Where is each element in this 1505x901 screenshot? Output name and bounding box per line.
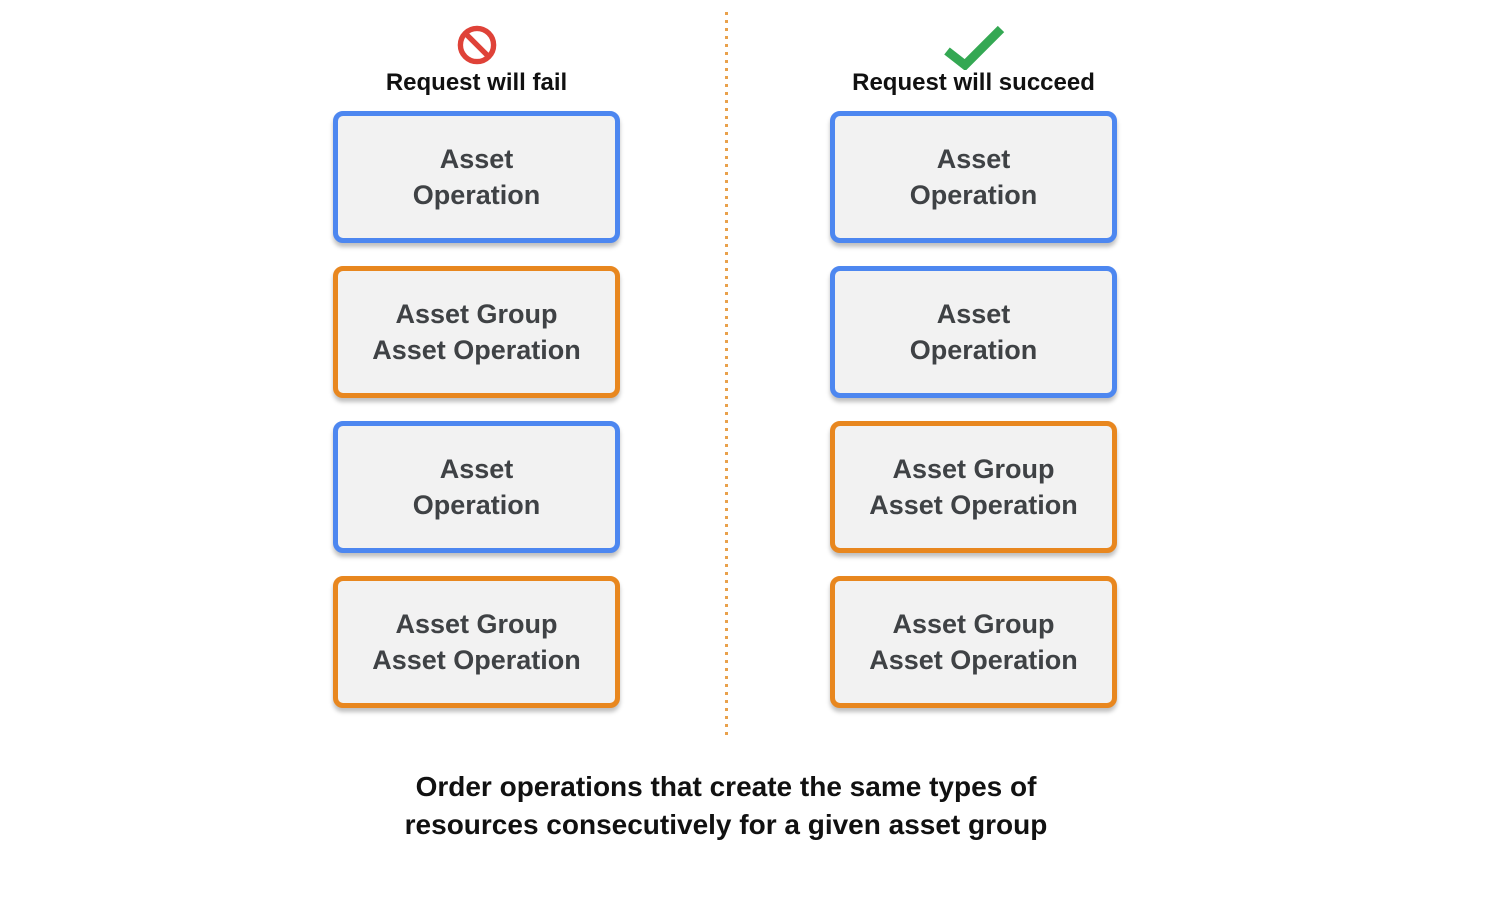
box-label-line: Asset [936, 299, 1011, 329]
box-asset-operation: Asset Operation [830, 266, 1117, 398]
succeed-column: Request will succeed Asset Operation Ass… [830, 0, 1117, 708]
diagram-caption: Order operations that create the same ty… [276, 768, 1176, 844]
fail-column-title: Request will fail [385, 69, 568, 96]
box-label-line: Asset [936, 144, 1011, 174]
caption-line-2: resources consecutively for a given asse… [404, 809, 1048, 840]
fail-column: Request will fail Asset Operation Asset … [333, 0, 620, 708]
box-label-line: Asset [439, 454, 514, 484]
box-label-line: Asset Operation [869, 490, 1078, 520]
box-label-line: Asset Group [395, 299, 558, 329]
box-label-line: Operation [412, 490, 541, 520]
box-label-line: Operation [412, 180, 541, 210]
checkmark-icon [943, 25, 1004, 70]
box-label-line: Operation [909, 335, 1038, 365]
box-asset-operation: Asset Operation [830, 111, 1117, 243]
box-asset-group-asset-operation: Asset Group Asset Operation [830, 576, 1117, 708]
prohibited-icon [457, 25, 496, 65]
succeed-column-title: Request will succeed [852, 69, 1095, 96]
box-asset-operation: Asset Operation [333, 421, 620, 553]
box-label-line: Asset Operation [372, 645, 581, 675]
box-label-line: Asset Operation [869, 645, 1078, 675]
box-label-line: Asset Group [892, 454, 1055, 484]
box-asset-operation: Asset Operation [333, 111, 620, 243]
succeed-icon-wrap [943, 25, 1005, 70]
box-label-line: Asset [439, 144, 514, 174]
box-label-line: Asset Operation [372, 335, 581, 365]
caption-line-1: Order operations that create the same ty… [415, 771, 1037, 802]
box-asset-group-asset-operation: Asset Group Asset Operation [333, 266, 620, 398]
box-asset-group-asset-operation: Asset Group Asset Operation [830, 421, 1117, 553]
box-asset-group-asset-operation: Asset Group Asset Operation [333, 576, 620, 708]
dotted-divider [725, 12, 728, 738]
fail-icon-wrap [457, 25, 497, 65]
box-label-line: Operation [909, 180, 1038, 210]
box-label-line: Asset Group [395, 609, 558, 639]
box-label-line: Asset Group [892, 609, 1055, 639]
